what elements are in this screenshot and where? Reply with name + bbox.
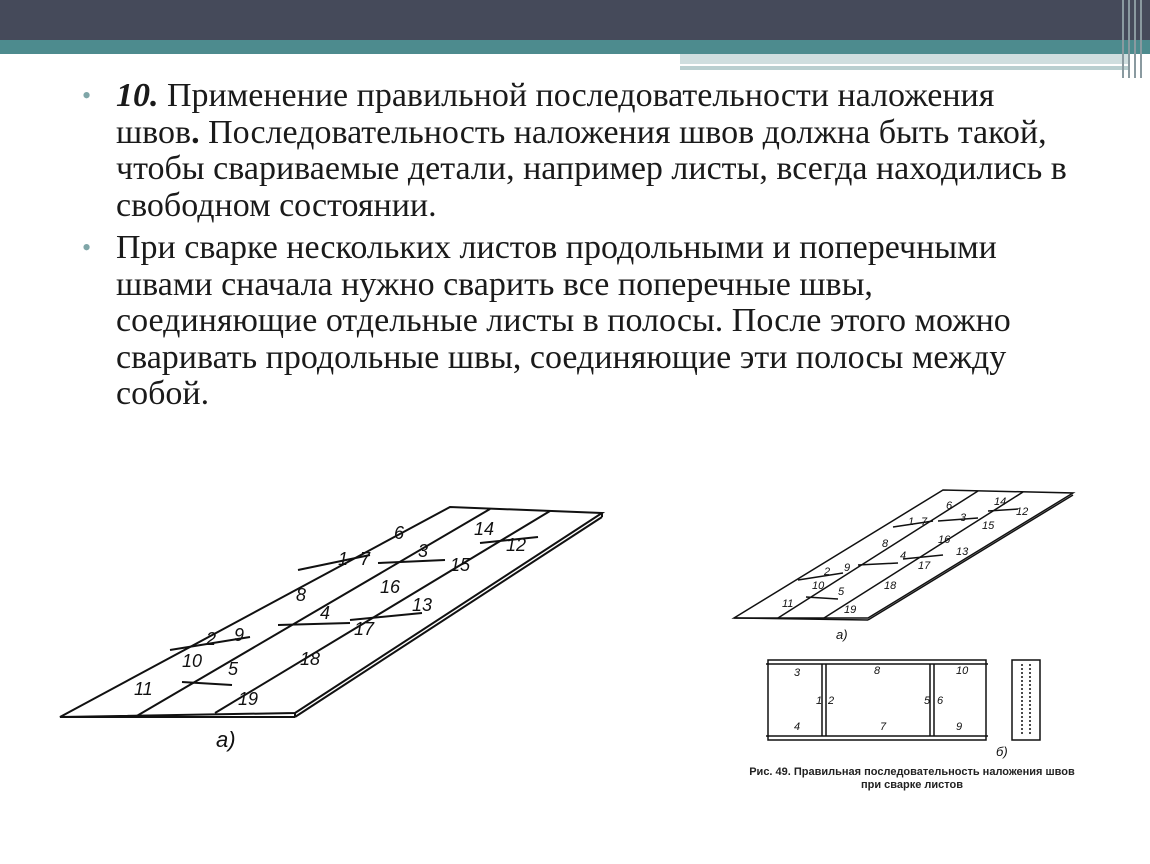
seam-number: 10 [182,651,202,671]
seam-number: 2 [827,695,834,707]
seam-number: 18 [884,580,897,592]
figure-left-plates: 6 14 1 7 3 12 15 8 16 13 4 17 2 9 10 5 1… [59,505,606,752]
seam-line [349,612,423,621]
seam-number: 17 [354,619,375,639]
seam-number: 15 [450,555,471,575]
figure-label: а) [836,627,848,642]
bullet-icon: • [82,81,92,110]
seam-number: 6 [946,500,953,512]
seam-number: 10 [812,580,825,592]
seam-number: 9 [844,562,850,574]
seam-number: 14 [474,519,494,539]
seam-line [479,536,539,544]
accent-band-light [680,54,1130,64]
seam-number: 9 [234,625,244,645]
figure-right-plates: 6 14 1 7 3 12 15 8 16 13 4 17 2 9 10 5 1… [731,489,1076,642]
seam-number: 2 [823,566,830,578]
seam-number: 14 [994,496,1006,508]
seam-number: 16 [380,577,401,597]
seam-number: 12 [506,535,526,555]
seam-number: 11 [782,598,793,610]
seam-line [277,622,351,626]
seam-number: 7 [360,549,371,569]
seam-number: 19 [844,604,856,616]
figure-label: а) [216,727,236,752]
seam-number: 4 [900,550,906,562]
heading-dot: . [191,113,200,151]
seam-number: 15 [982,520,995,532]
item-text: При сварке нескольких листов продольными… [116,229,1011,412]
seam-line [169,636,251,651]
seam-number: 13 [412,595,432,615]
seam-number: 8 [882,538,889,550]
seam-number: 1 [816,695,822,707]
seam-line [134,508,491,718]
accent-band-light-thin [680,66,1130,70]
bullet-item-1: • 10. Применение правильной последовател… [82,77,1072,224]
seam-number: 6 [937,695,944,707]
seam-number: 17 [918,560,931,572]
caption-line-1: Рис. 49. Правильная последовательность н… [749,766,1075,778]
seam-number: 5 [228,659,239,679]
seam-number: 8 [296,585,306,605]
seam-line [823,491,1024,619]
bullet-icon: • [82,233,92,262]
seam-number: 5 [838,586,845,598]
seam-line [181,681,233,686]
seam-number: 5 [924,695,931,707]
seam-number: 10 [956,665,969,677]
seam-number: 4 [320,603,330,623]
plate-outline [731,489,1076,619]
corner-decoration [1118,0,1150,78]
seam-number: 16 [938,534,951,546]
accent-band [0,40,1150,54]
seam-number: 13 [956,546,969,558]
beam-section [1011,659,1041,741]
slide-content: • 10. Применение правильной последовател… [82,77,1072,419]
seam-number: 2 [205,629,216,649]
seam-number: 18 [300,649,320,669]
seam-number: 6 [394,523,405,543]
seam-number: 3 [418,541,428,561]
caption-line-2: при сварке листов [860,779,964,791]
seam-number: 11 [134,679,153,699]
seam-number: 3 [960,512,967,524]
seam-line [377,559,446,564]
figure-caption: Рис. 49. Правильная последовательность н… [722,766,1102,792]
figure-right-beam: 3 8 10 1 2 5 6 4 7 9 б) [766,659,1041,759]
item-heading: Применение правильной последовательности… [116,77,995,151]
top-bar [0,0,1150,40]
seam-number: 1 [908,516,914,528]
seam-number: 8 [874,665,881,677]
figure-label: б) [996,744,1008,759]
bullet-item-2: • При сварке нескольких листов продольны… [82,229,1072,413]
seam-number: 7 [880,721,887,733]
item-number: 10. [116,77,159,114]
seam-number: 7 [921,516,928,528]
seam-number: 19 [238,689,258,709]
seam-number: 4 [794,721,800,733]
seam-number: 9 [956,721,962,733]
seam-line [214,510,551,714]
item-body: Последовательность наложения швов должна… [116,113,1067,224]
seam-number: 12 [1016,506,1028,518]
beam-outline [767,659,987,741]
seam-number: 1 [338,549,348,569]
seam-line [297,554,371,571]
seam-number: 3 [794,667,801,679]
